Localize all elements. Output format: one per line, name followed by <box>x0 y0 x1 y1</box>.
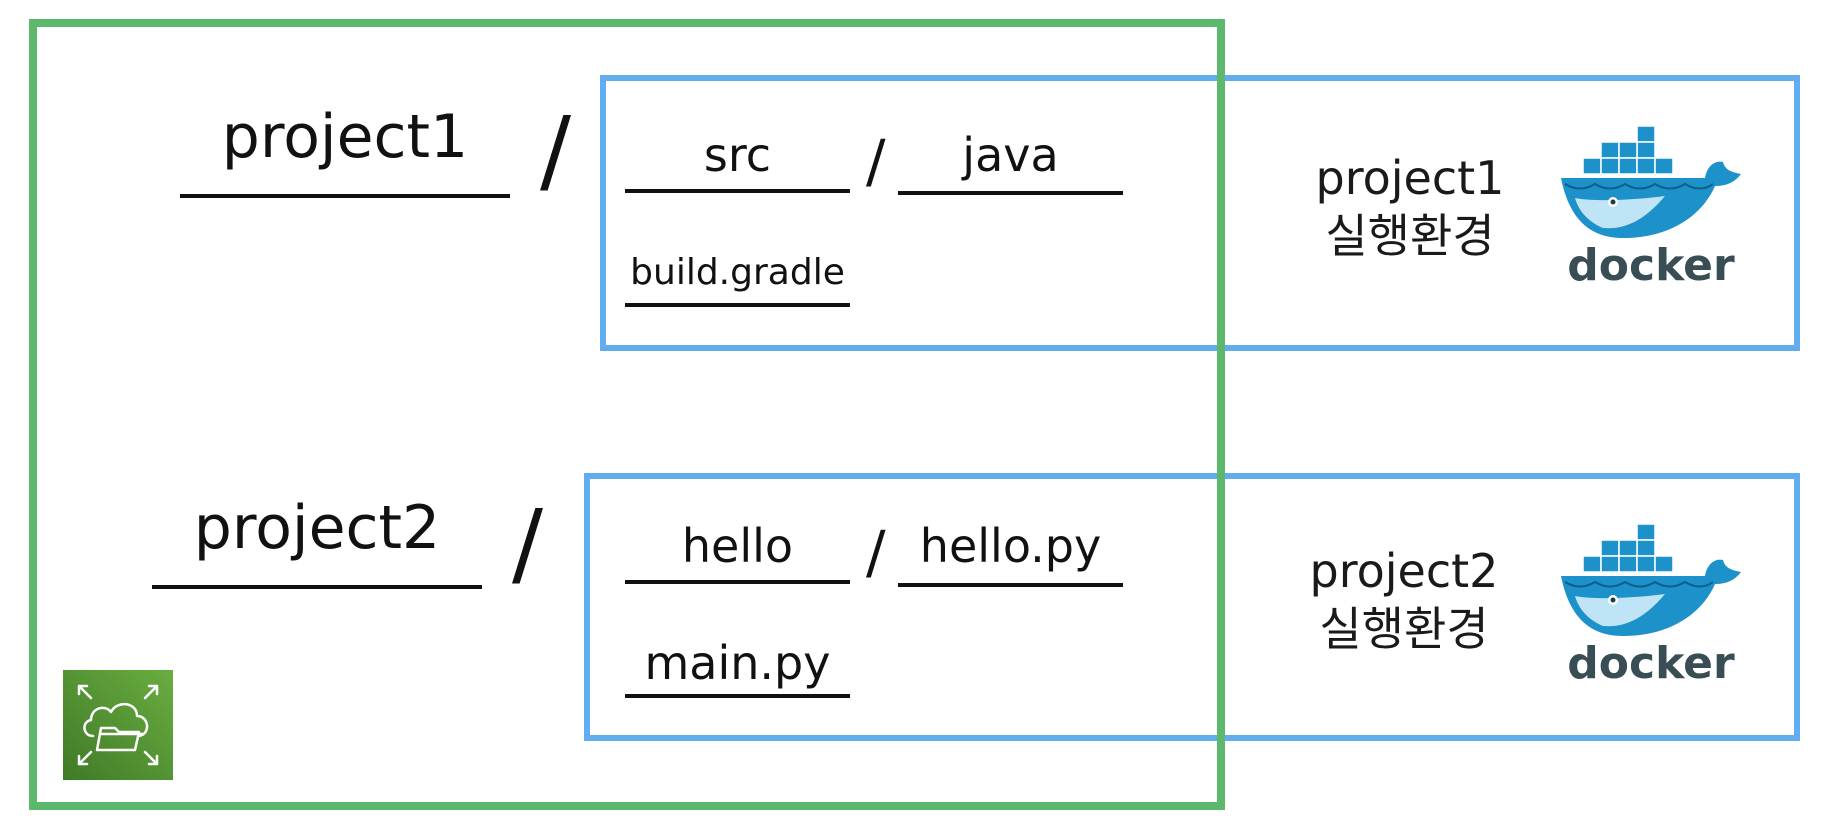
project1-environment-caption: 실행환경 <box>1325 208 1495 263</box>
project1-environment-box <box>600 75 1800 351</box>
project2-main-py-underline <box>625 694 850 698</box>
project1-environment-label: project1 실행환경 <box>1300 150 1520 265</box>
project2-environment-name: project2 <box>1309 544 1499 598</box>
docker-whale-icon: docker <box>1561 523 1741 688</box>
docker-whale-icon: docker <box>1561 125 1741 290</box>
project2-path-slash: / <box>512 490 543 597</box>
project1-folder-label: project1 <box>221 102 469 172</box>
project2-folder-underline <box>152 585 482 589</box>
project2-hello-py-underline <box>898 583 1123 587</box>
project1-sub-slash: / <box>866 127 886 195</box>
docker-wordmark: docker <box>1567 638 1735 688</box>
project2-main-py-label: main.py <box>644 636 831 690</box>
project1-src-folder-label: src <box>703 128 772 182</box>
project2-environment-label: project2 실행환경 <box>1294 543 1514 658</box>
project1-path-slash: / <box>540 97 571 204</box>
project2-environment-caption: 실행환경 <box>1319 601 1489 656</box>
project1-src-underline <box>625 189 850 193</box>
project2-sub-slash: / <box>866 518 886 586</box>
project1-java-folder-label: java <box>962 128 1059 182</box>
efs-icon <box>63 670 173 780</box>
project1-environment-name: project1 <box>1315 151 1505 205</box>
project2-hello-underline <box>625 580 850 584</box>
project2-hello-py-label: hello.py <box>919 519 1102 573</box>
project1-folder-underline <box>180 194 510 198</box>
project2-folder-label: project2 <box>193 493 441 563</box>
project2-environment-box <box>584 473 1800 741</box>
docker-wordmark: docker <box>1567 240 1735 290</box>
efs-filesystem-box <box>29 19 1225 810</box>
project2-hello-folder-label: hello <box>681 519 794 573</box>
project1-build-gradle-label: build.gradle <box>630 252 845 293</box>
project1-build-gradle-underline <box>625 303 850 307</box>
project1-java-underline <box>898 191 1123 195</box>
